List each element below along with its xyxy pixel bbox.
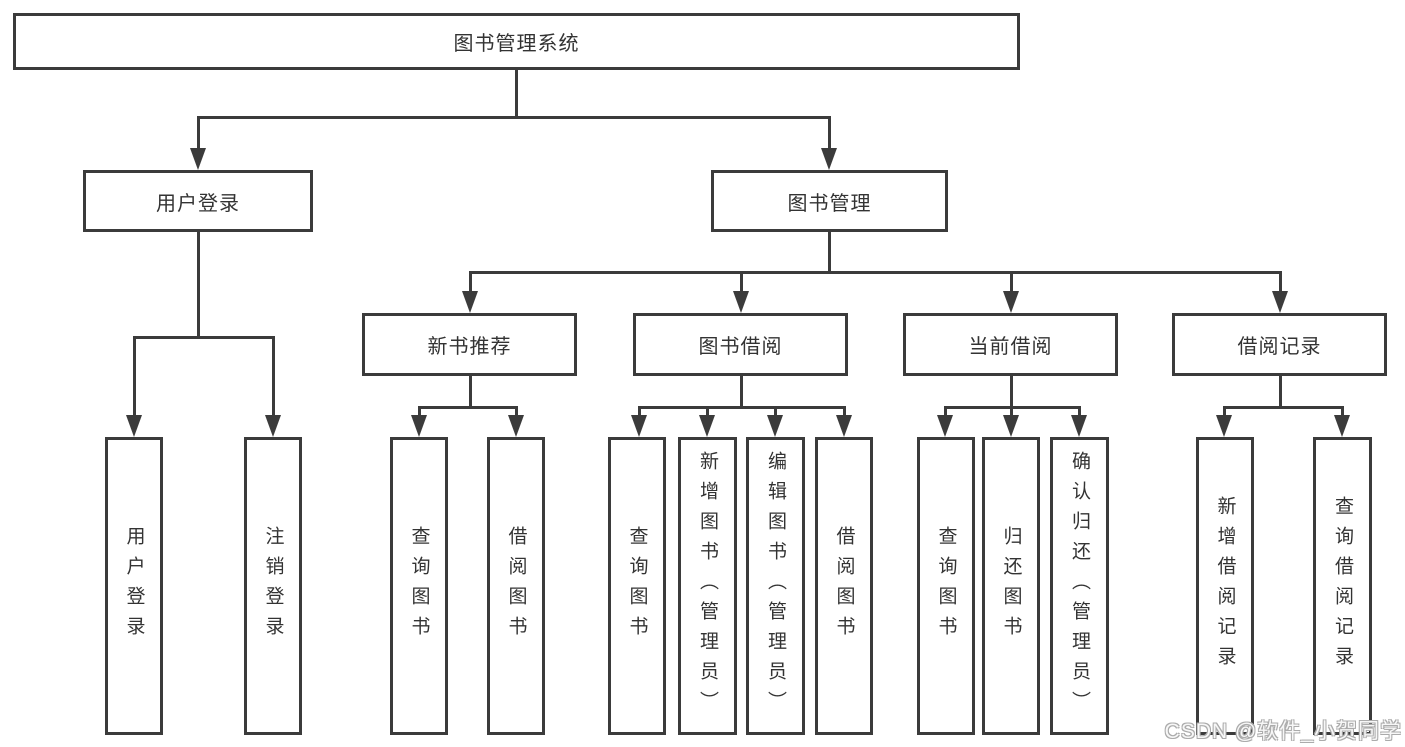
node-logout-action-label: 注销登录 [262, 526, 284, 646]
node-root: 图书管理系统 [13, 13, 1020, 70]
node-bb-query-books-label: 查询图书 [626, 526, 648, 646]
connector-drop [469, 271, 472, 295]
connector-stem [1279, 374, 1282, 409]
node-book-borrow-label: 图书借阅 [698, 336, 783, 358]
arrowhead [1334, 415, 1350, 437]
node-bb-edit-books: 编辑图书（管理员） [746, 437, 805, 735]
connector-stem [469, 374, 472, 409]
arrowhead [190, 148, 206, 170]
node-cb-confirm-return-label: 确认归还（管理员） [1069, 451, 1090, 721]
arrowhead [699, 415, 715, 437]
node-bb-borrow-books: 借阅图书 [815, 437, 873, 735]
node-nb-borrow-books-label: 借阅图书 [505, 526, 527, 646]
arrowhead [631, 415, 647, 437]
connector-level3-split [469, 271, 1282, 274]
node-nb-borrow-books: 借阅图书 [487, 437, 545, 735]
arrowhead [1071, 415, 1087, 437]
node-new-book-recommend-label: 新书推荐 [427, 336, 512, 358]
connector-drop [1010, 406, 1013, 420]
arrowhead [1003, 291, 1019, 313]
arrowhead [265, 415, 281, 437]
arrowhead [836, 415, 852, 437]
node-borrow-records: 借阅记录 [1172, 313, 1387, 376]
connector-drop [1223, 406, 1226, 420]
csdn-watermark: CSDN @软件_小贺同学 [1164, 720, 1402, 743]
connector-drop [133, 336, 136, 420]
connector-drop [1010, 271, 1013, 295]
node-bb-add-books: 新增图书（管理员） [678, 437, 737, 735]
node-user-login: 用户登录 [83, 170, 313, 232]
connector-drop [1279, 271, 1282, 295]
connector-drop [638, 406, 641, 420]
node-user-login-action-label: 用户登录 [123, 526, 145, 646]
node-bb-edit-books-label: 编辑图书（管理员） [765, 451, 786, 721]
connector-drop [1078, 406, 1081, 420]
node-logout-action: 注销登录 [244, 437, 302, 735]
node-nb-query-books: 查询图书 [390, 437, 448, 735]
node-cb-return-books: 归还图书 [982, 437, 1040, 735]
arrowhead [411, 415, 427, 437]
node-root-label: 图书管理系统 [453, 33, 580, 55]
node-new-book-recommend: 新书推荐 [362, 313, 577, 376]
connector-drop [515, 406, 518, 420]
node-cb-query-books: 查询图书 [917, 437, 975, 735]
arrowhead [462, 291, 478, 313]
node-cb-confirm-return: 确认归还（管理员） [1050, 437, 1109, 735]
node-current-borrow-label: 当前借阅 [968, 336, 1053, 358]
connector-user-login-split [133, 336, 275, 339]
node-cb-query-books-label: 查询图书 [935, 526, 957, 646]
connector-drop [774, 406, 777, 420]
node-borrow-records-label: 借阅记录 [1237, 336, 1322, 358]
node-user-login-action: 用户登录 [105, 437, 163, 735]
connector-level1-split [197, 116, 831, 119]
connector-split [638, 406, 846, 409]
connector-root-stem [515, 70, 518, 118]
connector-drop [418, 406, 421, 420]
connector-drop-user-login [197, 116, 200, 152]
arrowhead [821, 148, 837, 170]
node-nb-query-books-label: 查询图书 [408, 526, 430, 646]
connector-drop-book-management [828, 116, 831, 152]
node-current-borrow: 当前借阅 [903, 313, 1118, 376]
node-br-query-record-label: 查询借阅记录 [1332, 496, 1353, 676]
connector-user-login-stem [197, 232, 200, 339]
node-bb-borrow-books-label: 借阅图书 [833, 526, 855, 646]
arrowhead [1272, 291, 1288, 313]
arrowhead [1216, 415, 1232, 437]
connector-split [1223, 406, 1344, 409]
connector-drop [706, 406, 709, 420]
connector-split [418, 406, 518, 409]
node-user-login-label: 用户登录 [156, 192, 240, 215]
connector-drop [944, 406, 947, 420]
arrowhead [937, 415, 953, 437]
node-bb-query-books: 查询图书 [608, 437, 666, 735]
connector-stem [1010, 374, 1013, 409]
connector-drop [272, 336, 275, 420]
connector-drop [740, 271, 743, 295]
node-bb-add-books-label: 新增图书（管理员） [697, 451, 718, 721]
node-book-management-label: 图书管理 [787, 192, 872, 215]
connector-drop [1341, 406, 1344, 420]
arrowhead [767, 415, 783, 437]
node-book-borrow: 图书借阅 [633, 313, 848, 376]
node-br-add-record: 新增借阅记录 [1196, 437, 1254, 735]
arrowhead [733, 291, 749, 313]
arrowhead [126, 415, 142, 437]
node-book-management: 图书管理 [711, 170, 948, 232]
node-br-add-record-label: 新增借阅记录 [1214, 496, 1236, 676]
connector-book-management-stem [828, 232, 831, 274]
connector-stem [740, 374, 743, 409]
node-cb-return-books-label: 归还图书 [1000, 526, 1022, 646]
connector-drop [843, 406, 846, 420]
arrowhead [1003, 415, 1019, 437]
node-br-query-record: 查询借阅记录 [1313, 437, 1372, 735]
arrowhead [508, 415, 524, 437]
